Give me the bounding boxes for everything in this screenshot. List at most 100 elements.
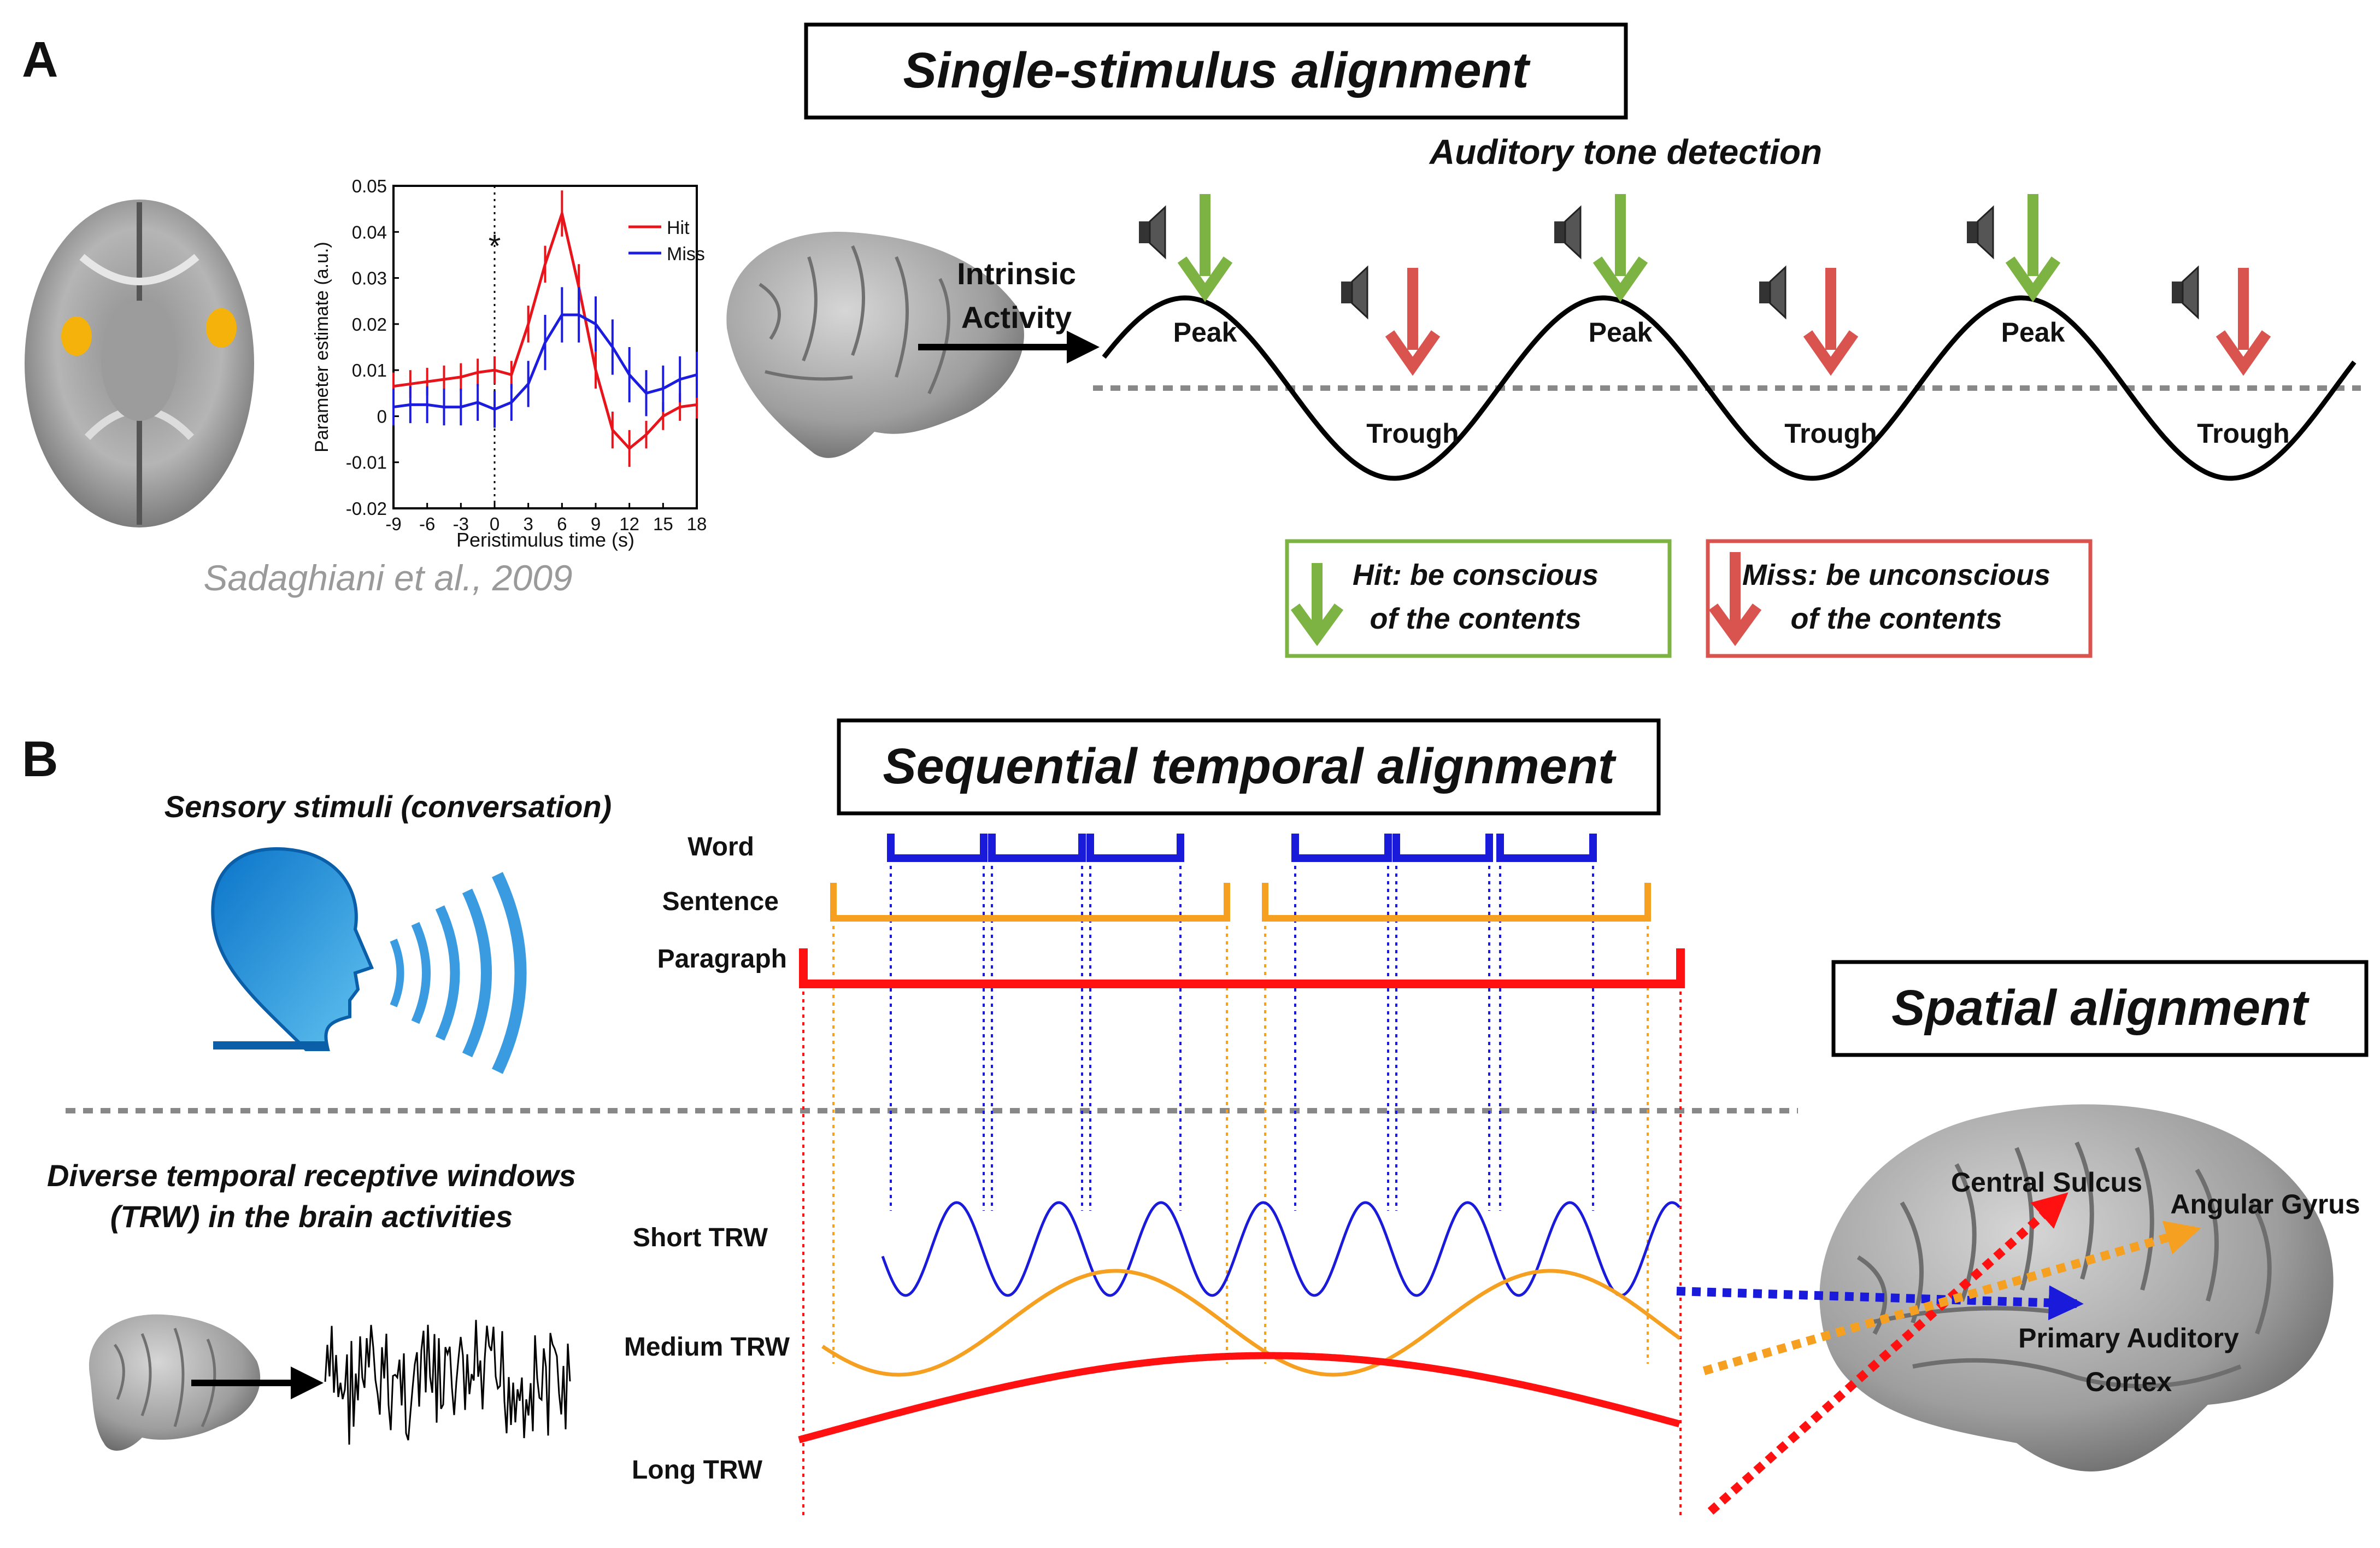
speaker-icon-cone bbox=[1564, 205, 1582, 260]
x-tick-label: 0 bbox=[490, 514, 499, 534]
sentence-bracket bbox=[1262, 883, 1651, 922]
speaker-icon-cone bbox=[1351, 265, 1368, 320]
trough-label: Trough bbox=[1366, 418, 1459, 449]
legend-miss-label: Miss bbox=[667, 244, 705, 265]
small-brain-image bbox=[89, 1314, 261, 1451]
significance-star: * bbox=[489, 228, 501, 264]
y-tick-label: 0.01 bbox=[352, 360, 387, 380]
word-bracket bbox=[988, 834, 1086, 862]
panel-a-label: A bbox=[22, 32, 58, 87]
y-tick-label: 0.02 bbox=[352, 314, 387, 335]
y-tick-label: -0.01 bbox=[346, 453, 387, 473]
speaker-icon-cone bbox=[2182, 265, 2199, 320]
spatial-title: Spatial alignment bbox=[1891, 980, 2310, 1036]
trough-label: Trough bbox=[2197, 418, 2289, 449]
x-tick-label: 15 bbox=[653, 514, 673, 534]
sentence-bracket bbox=[830, 883, 1230, 922]
chart-xlabel: Peristimulus time (s) bbox=[456, 529, 634, 551]
peak-label: Peak bbox=[1589, 317, 1653, 348]
hit-legend-line2: of the contents bbox=[1370, 602, 1582, 635]
chart-series bbox=[392, 190, 698, 467]
y-tick-label: -0.02 bbox=[346, 499, 387, 519]
medium-trw-wave bbox=[821, 1269, 1682, 1377]
miss-legend-line2: of the contents bbox=[1791, 602, 2002, 635]
axial-brain-image bbox=[25, 200, 254, 527]
chart-axes-box bbox=[392, 185, 698, 509]
miss-legend-box: Miss: be unconscious of the contents bbox=[1706, 539, 2093, 658]
paragraph-bracket bbox=[799, 948, 1685, 988]
trw-label-line2: (TRW) in the brain activities bbox=[110, 1199, 513, 1234]
word-bracket bbox=[1392, 834, 1493, 862]
y-tick-label: 0.03 bbox=[352, 268, 387, 289]
long-trw-label: Long TRW bbox=[632, 1456, 763, 1485]
y-tick-label: 0.04 bbox=[352, 222, 387, 242]
hit-legend-box: Hit: be conscious of the contents bbox=[1285, 539, 1672, 658]
speaker-icon-cone bbox=[1149, 205, 1166, 260]
speaking-head-icon bbox=[211, 847, 527, 1074]
panel-b-title: Sequential temporal alignment bbox=[883, 738, 1617, 794]
speaker-icon bbox=[1341, 282, 1353, 303]
citation: Sadaghiani et al., 2009 bbox=[203, 558, 572, 598]
panel-a-subtitle: Auditory tone detection bbox=[1429, 132, 1822, 172]
x-tick-label: 12 bbox=[619, 514, 639, 534]
stimulus-arrowhead bbox=[2216, 330, 2271, 376]
speaker-icon bbox=[1554, 221, 1566, 243]
title-box-sequential: Sequential temporal alignment bbox=[837, 718, 1661, 816]
word-bracket bbox=[1291, 834, 1392, 862]
x-tick-label: 9 bbox=[591, 514, 601, 534]
title-box-single: Single-stimulus alignment bbox=[804, 22, 1628, 120]
speaker-icon bbox=[2172, 282, 2184, 303]
stimulus-arrowhead bbox=[1803, 330, 1859, 376]
sentence-label: Sentence bbox=[662, 887, 779, 916]
lateral-brain-image bbox=[726, 231, 1024, 458]
spatial-brain-image bbox=[1819, 1104, 2334, 1471]
orange-dashed-arrow bbox=[1702, 1221, 2201, 1375]
central-sulcus-label: Central Sulcus bbox=[1951, 1167, 2142, 1198]
x-tick-label: -9 bbox=[385, 514, 401, 534]
chart-ylabel: Parameter estimate (a.u.) bbox=[312, 242, 332, 452]
short-trw-wave bbox=[881, 1201, 1680, 1297]
word-bracket bbox=[887, 834, 988, 862]
speaker-icon bbox=[1759, 282, 1771, 303]
primary-auditory-label-line1: Primary Auditory bbox=[2018, 1323, 2239, 1353]
temporal-hierarchy bbox=[798, 834, 1685, 1517]
x-tick-label: -3 bbox=[453, 514, 469, 534]
speaker-icon bbox=[1139, 221, 1151, 243]
hit-legend-line1: Hit: be conscious bbox=[1353, 559, 1599, 591]
chart-legend: Hit Miss bbox=[628, 218, 705, 265]
speaker-icon-cone bbox=[1977, 205, 1994, 260]
brain-signal-trace bbox=[324, 1320, 571, 1445]
red-dashed-arrow bbox=[1707, 1192, 2068, 1515]
angular-gyrus-label: Angular Gyrus bbox=[2170, 1189, 2360, 1219]
stimulus-arrowhead bbox=[1177, 256, 1233, 302]
short-trw-label: Short TRW bbox=[633, 1223, 768, 1252]
stimulus-arrowhead bbox=[1592, 256, 1648, 302]
stimulus-arrowhead bbox=[1385, 330, 1441, 376]
word-bracket bbox=[1496, 834, 1597, 862]
peak-label: Peak bbox=[1173, 317, 1237, 348]
stimuli-label: Sensory stimuli (conversation) bbox=[164, 789, 612, 824]
speaker-icon-cone bbox=[1769, 265, 1787, 320]
trw-label-line1: Diverse temporal receptive windows bbox=[47, 1158, 576, 1193]
miss-legend-line1: Miss: be unconscious bbox=[1742, 559, 2050, 591]
y-tick-label: 0.05 bbox=[352, 176, 387, 196]
title-box-spatial: Spatial alignment bbox=[1831, 960, 2369, 1057]
stimulus-arrowhead bbox=[2005, 256, 2061, 302]
intrinsic-label-line1: Intrinsic bbox=[957, 256, 1076, 291]
word-label: Word bbox=[687, 832, 754, 861]
y-tick-label: 0 bbox=[377, 406, 387, 426]
legend-hit-label: Hit bbox=[667, 218, 690, 238]
x-tick-label: 3 bbox=[523, 514, 533, 534]
blue-dashed-arrow bbox=[1676, 1285, 2084, 1321]
word-bracket bbox=[1086, 834, 1184, 862]
panel-b-label: B bbox=[22, 731, 58, 787]
long-trw-wave bbox=[798, 1352, 1680, 1444]
x-tick-label: 18 bbox=[687, 514, 707, 534]
intrinsic-label-line2: Activity bbox=[961, 300, 1072, 335]
primary-auditory-label-line2: Cortex bbox=[2085, 1367, 2172, 1397]
paragraph-label: Paragraph bbox=[657, 945, 787, 974]
